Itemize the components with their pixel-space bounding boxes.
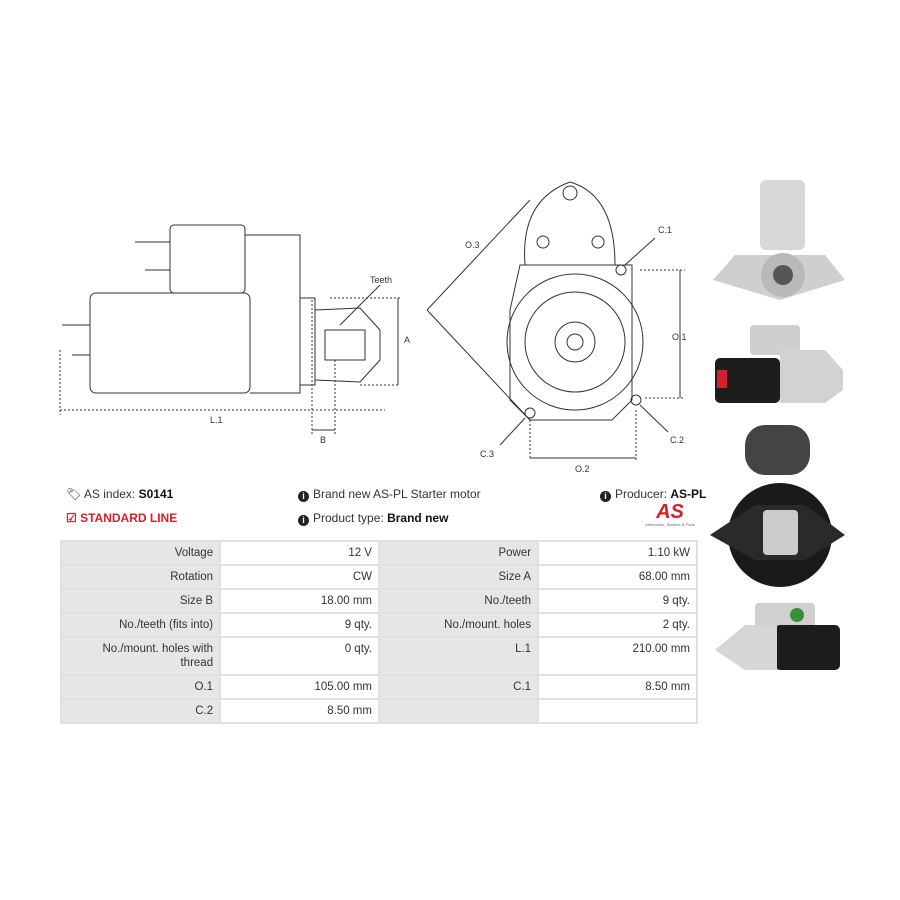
spec-value: 8.50 mm: [537, 674, 698, 700]
spec-value: 210.00 mm: [537, 636, 698, 676]
spec-value: 12 V: [219, 540, 380, 566]
spec-label: No./mount. holes with thread: [59, 636, 222, 676]
info-icon: i: [298, 515, 309, 526]
spec-label: No./teeth: [377, 588, 540, 614]
spec-label: Voltage: [59, 540, 222, 566]
label-c1: C.1: [658, 225, 672, 235]
product-photos: [710, 180, 845, 670]
as-index-label: AS index:: [83, 487, 136, 501]
spec-label: C.1: [377, 674, 540, 700]
description-text: Brand new AS-PL Starter motor: [313, 487, 481, 501]
spec-value: 2 qty.: [537, 612, 698, 638]
spec-label: [377, 698, 540, 724]
label-o1: O.1: [672, 332, 687, 342]
photo-side-2: [715, 603, 840, 670]
product-type-value: Brand new: [387, 511, 449, 525]
spec-label: Size A: [377, 564, 540, 590]
spec-label: O.1: [59, 674, 222, 700]
as-index: 🏷 AS index: S0141: [66, 487, 173, 501]
label-o2: O.2: [575, 464, 590, 474]
spec-row: No./teeth (fits into)9 qty.No./mount. ho…: [59, 612, 698, 638]
checkbox-icon: ☑: [66, 511, 77, 525]
producer-label: Producer:: [615, 487, 668, 501]
spec-value: 9 qty.: [219, 612, 380, 638]
spec-value: 8.50 mm: [219, 698, 380, 724]
as-pl-logo: AS Alternators, Starters & Parts: [640, 502, 700, 527]
label-o3: O.3: [465, 240, 480, 250]
label-teeth: Teeth: [370, 275, 392, 285]
logo-text: AS: [656, 501, 684, 523]
tag-icon: 🏷: [66, 487, 82, 501]
front-view: [426, 181, 685, 460]
spec-label: Power: [377, 540, 540, 566]
standard-line-badge: ☑ STANDARD LINE: [66, 511, 177, 525]
label-b: B: [320, 435, 326, 445]
spec-value: [537, 698, 698, 724]
spec-label: No./teeth (fits into): [59, 612, 222, 638]
photo-side: [715, 325, 843, 403]
spec-label: Rotation: [59, 564, 222, 590]
info-icon: i: [298, 491, 309, 502]
as-index-value: S0141: [138, 487, 174, 501]
spec-value: 1.10 kW: [537, 540, 698, 566]
spec-label: Size B: [59, 588, 222, 614]
label-c2: C.2: [670, 435, 684, 445]
producer: i Producer: AS-PL: [600, 487, 706, 502]
label-c3: C.3: [480, 449, 494, 459]
label-l1: L.1: [210, 415, 223, 425]
spec-label: C.2: [59, 698, 222, 724]
info-icon: i: [600, 491, 611, 502]
spec-label: No./mount. holes: [377, 612, 540, 638]
spec-value: 0 qty.: [219, 636, 380, 676]
technical-drawing: Teeth A B L.1 O.1 O.2 O.3 C.1 C.2 C.3: [59, 181, 687, 474]
spec-value: 105.00 mm: [219, 674, 380, 700]
spec-value: 18.00 mm: [219, 588, 380, 614]
logo-tagline: Alternators, Starters & Parts: [645, 522, 695, 527]
spec-value: 9 qty.: [537, 588, 698, 614]
product-type: i Product type: Brand new: [298, 511, 448, 526]
photo-front: [713, 180, 845, 300]
producer-value: AS-PL: [670, 487, 707, 501]
side-view: [59, 224, 400, 435]
photo-rear: [710, 425, 845, 587]
label-a: A: [404, 335, 410, 345]
spec-value: CW: [219, 564, 380, 590]
product-type-label: Product type:: [313, 511, 384, 525]
spec-label: L.1: [377, 636, 540, 676]
description: i Brand new AS-PL Starter motor: [298, 487, 481, 502]
standard-line-label: STANDARD LINE: [80, 511, 178, 525]
spec-value: 68.00 mm: [537, 564, 698, 590]
